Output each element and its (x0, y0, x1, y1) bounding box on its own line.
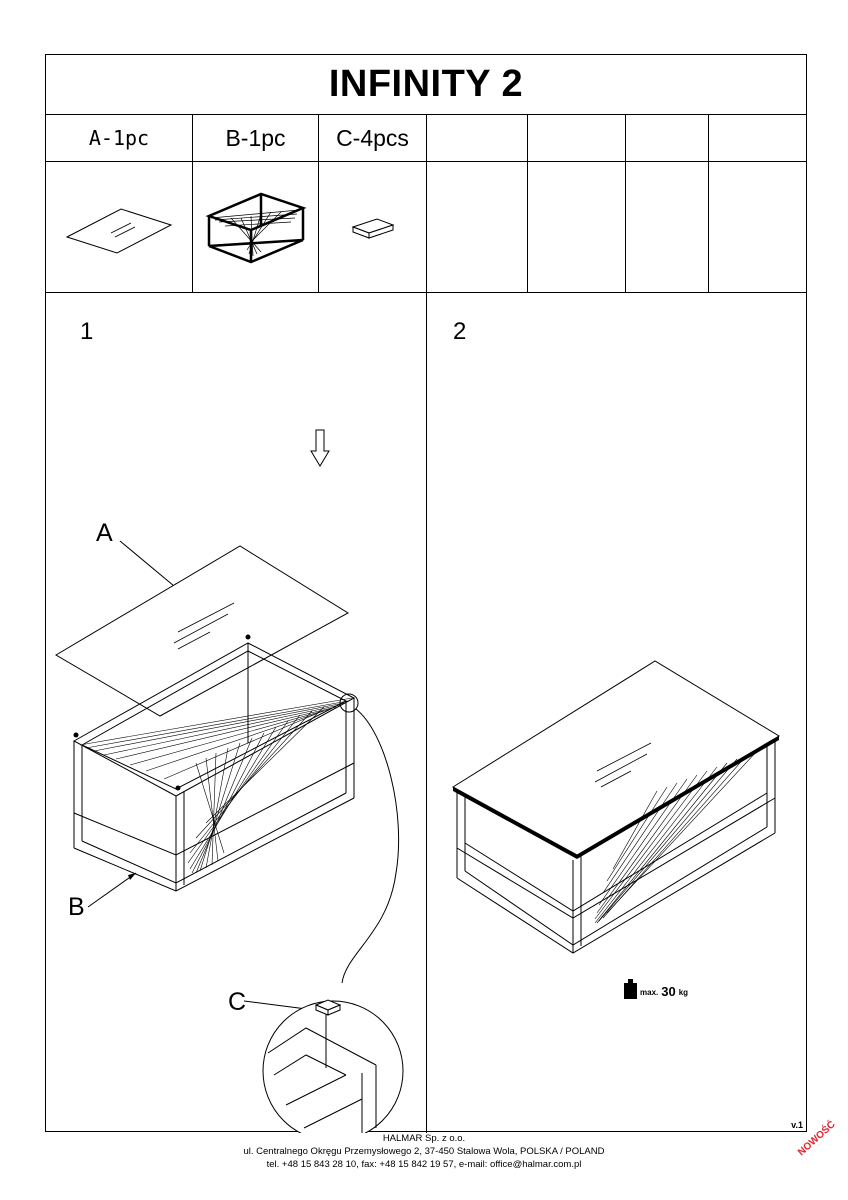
weight-icon (624, 979, 637, 999)
parts-picture-row (46, 162, 806, 293)
max-label: max. (640, 988, 659, 997)
step-divider (426, 293, 427, 1133)
company-name: HALMAR Sp. z o.o. (382, 1133, 466, 1144)
label-a: A (96, 519, 113, 547)
part-b-label: B-1pc (225, 124, 286, 151)
part-a-label: A-1pc (88, 126, 150, 150)
label-c: C (228, 988, 247, 1016)
instruction-sheet: INFINITY 2 A-1pc B-1pc C-4pcs (45, 54, 807, 1133)
empty-cell (626, 162, 709, 292)
down-arrow-icon (310, 429, 330, 467)
frame-base-icon (204, 192, 307, 264)
step-1-number: 1 (80, 318, 94, 345)
empty-cell (528, 115, 626, 161)
part-c-cell: C-4pcs (319, 115, 427, 161)
step-1-illustration (55, 429, 404, 1133)
footer: HALMAR Sp. z o.o. ul. Centralnego Okręgu… (0, 1132, 848, 1171)
product-title: INFINITY 2 (46, 55, 806, 115)
empty-cell (626, 115, 709, 161)
pad-icon (351, 218, 394, 239)
part-c-picture-cell (319, 162, 427, 292)
empty-cell (427, 162, 528, 292)
empty-cell (709, 115, 808, 161)
version-label: v.1 (791, 1120, 803, 1130)
part-b-picture-cell (193, 162, 319, 292)
glass-top-icon (65, 208, 173, 254)
empty-cell (709, 162, 808, 292)
company-contact: tel. +48 15 843 28 10, fax: +48 15 842 1… (266, 1159, 582, 1170)
step-2-number: 2 (453, 318, 467, 345)
assembly-steps: 1 (46, 293, 806, 1133)
part-c-label: C-4pcs (336, 124, 409, 151)
empty-cell (427, 115, 528, 161)
part-a-cell: A-1pc (46, 115, 193, 161)
max-load-indicator: max. 30 kg (624, 979, 688, 999)
parts-label-row: A-1pc B-1pc C-4pcs (46, 115, 806, 162)
company-address: ul. Centralnego Okręgu Przemysłowego 2, … (243, 1146, 605, 1157)
step-2-illustration (452, 660, 780, 954)
max-unit: kg (678, 988, 689, 997)
empty-cell (528, 162, 626, 292)
part-a-picture-cell (46, 162, 193, 292)
label-b: B (68, 893, 85, 921)
part-b-cell: B-1pc (193, 115, 319, 161)
max-value: 30 (661, 984, 676, 999)
